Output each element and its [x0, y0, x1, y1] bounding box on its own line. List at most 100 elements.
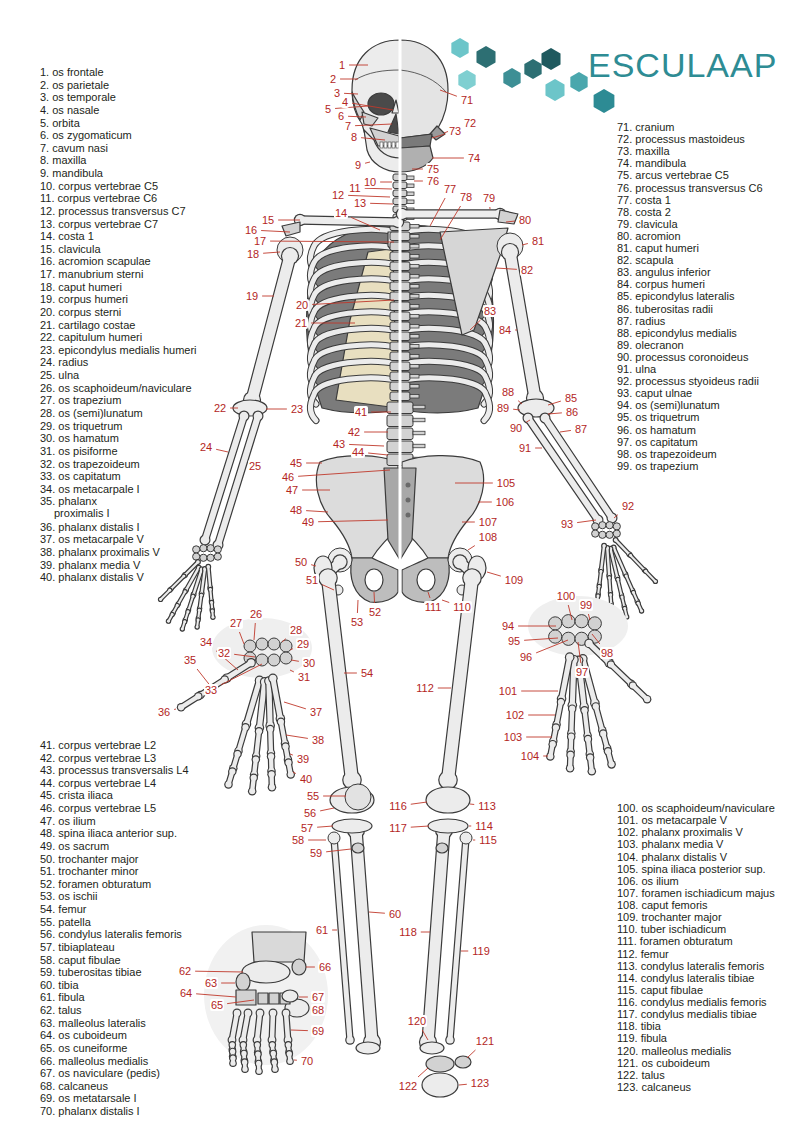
- cranium: [400, 40, 448, 138]
- callout-number: 70: [300, 1055, 314, 1067]
- part-name: 90. processus coronoideus: [617, 351, 748, 363]
- callout-number: 102: [505, 709, 525, 721]
- long-bone: [545, 418, 612, 518]
- part-name: 120. malleolus medialis: [617, 1045, 731, 1057]
- bone-end: [462, 568, 482, 588]
- callout-number: 117: [388, 822, 408, 834]
- bone-end: [267, 752, 276, 761]
- bone-end: [254, 412, 263, 421]
- bone-end: [283, 1010, 289, 1016]
- orbit: [368, 93, 394, 115]
- leader-line: [196, 994, 236, 997]
- leader-line: [254, 623, 255, 640]
- callout-number: 32: [217, 647, 231, 659]
- callout-number: 80: [518, 214, 532, 226]
- long-bone: [252, 256, 290, 400]
- callout-number: 121: [475, 1035, 495, 1047]
- mandible: [364, 130, 400, 172]
- long-bone: [161, 590, 170, 599]
- leader-line: [306, 463, 322, 464]
- part-name: 84. corpus humeri: [617, 278, 705, 290]
- part-name: 100. os scaphoideum/naviculare: [617, 802, 775, 814]
- part-name: 35. phalanx proximalis I: [40, 495, 142, 519]
- fibula-head: [328, 832, 340, 844]
- callout-number: 123: [470, 1077, 490, 1089]
- leader-line: [592, 634, 600, 644]
- bone-end: [269, 1009, 278, 1018]
- callout-number: 28: [289, 624, 303, 636]
- bone-end: [608, 514, 617, 523]
- sacral-foramen: [406, 498, 411, 503]
- long-bone: [609, 578, 610, 593]
- part-name: 82. scapula: [617, 254, 673, 266]
- part-name: 96. os hamatum: [617, 424, 696, 436]
- callout-number: 59: [309, 847, 323, 859]
- carpal-bone: [214, 553, 221, 560]
- part-name: 92. processus styoideus radii: [617, 375, 759, 387]
- part-name: 27. os trapezium: [40, 394, 121, 406]
- transverse-process: [410, 305, 419, 309]
- leader-line: [311, 323, 355, 324]
- bone-end: [569, 706, 575, 712]
- long-bone: [328, 578, 352, 780]
- part-name: 16. acromion scapulae: [40, 255, 151, 267]
- part-name: 4. os nasale: [40, 104, 99, 116]
- callout-number: 81: [531, 235, 545, 247]
- callout-number: 29: [296, 638, 310, 650]
- logo-hexagon: [458, 70, 475, 90]
- logo-text: ESCULAAP: [588, 46, 777, 84]
- long-bone: [402, 209, 500, 218]
- part-name: 75. arcus vertebrae C5: [617, 169, 729, 181]
- long-bone: [281, 722, 285, 744]
- leader-line: [282, 639, 286, 642]
- carpal-bone: [207, 554, 214, 561]
- bone-end: [234, 751, 240, 757]
- long-bone: [238, 727, 245, 751]
- part-name: 91. ulna: [617, 363, 656, 375]
- leader-line: [298, 470, 390, 476]
- callout-number: 83: [483, 305, 497, 317]
- callout-number: 48: [289, 504, 303, 516]
- long-bone: [178, 592, 185, 604]
- bone-end: [268, 783, 277, 792]
- callout-number: 103: [503, 731, 523, 743]
- bone-end: [251, 775, 257, 781]
- bone-end: [196, 626, 199, 629]
- callout-number: 108: [478, 531, 498, 543]
- part-name: 52. foramen obturatum: [40, 878, 151, 890]
- long-bone: [273, 678, 280, 718]
- long-bone: [268, 729, 273, 753]
- carpal-bone: [592, 530, 599, 537]
- long-bone: [208, 567, 210, 588]
- part-name: 83. angulus inferior: [617, 266, 711, 278]
- transverse-process: [407, 184, 414, 188]
- bone-end: [566, 654, 573, 661]
- bone-end: [266, 725, 275, 734]
- bone-end: [597, 595, 600, 598]
- part-name: 45. crista iliaca: [40, 789, 113, 801]
- bone-end: [345, 1035, 355, 1045]
- callout-number: 87: [574, 423, 588, 435]
- part-name: 6. os zygomaticum: [40, 129, 132, 141]
- carpal-bone: [280, 652, 292, 664]
- bone-end: [272, 1067, 277, 1072]
- callout-number: 35: [183, 654, 197, 666]
- callout-number: 45: [289, 457, 303, 469]
- part-name: 76. processus transversus C6: [617, 182, 763, 194]
- part-name: 68. calcaneus: [40, 1080, 108, 1092]
- carpal-bone: [599, 522, 606, 529]
- part-name: 56. condylus lateralis femoris: [40, 928, 182, 940]
- leader-line: [568, 605, 572, 620]
- bone-end: [580, 706, 589, 715]
- bone-end: [585, 736, 591, 742]
- part-name: 1. os frontale: [40, 66, 104, 78]
- callout-number: 15: [261, 214, 275, 226]
- leader-line: [438, 688, 451, 689]
- carpal-bone: [606, 531, 613, 538]
- back-half: [419, 548, 486, 1054]
- leader-line: [478, 502, 492, 503]
- part-name: 19. corpus humeri: [40, 293, 128, 305]
- leader-line: [521, 691, 558, 692]
- long-bone: [572, 660, 574, 706]
- long-bone: [562, 657, 570, 699]
